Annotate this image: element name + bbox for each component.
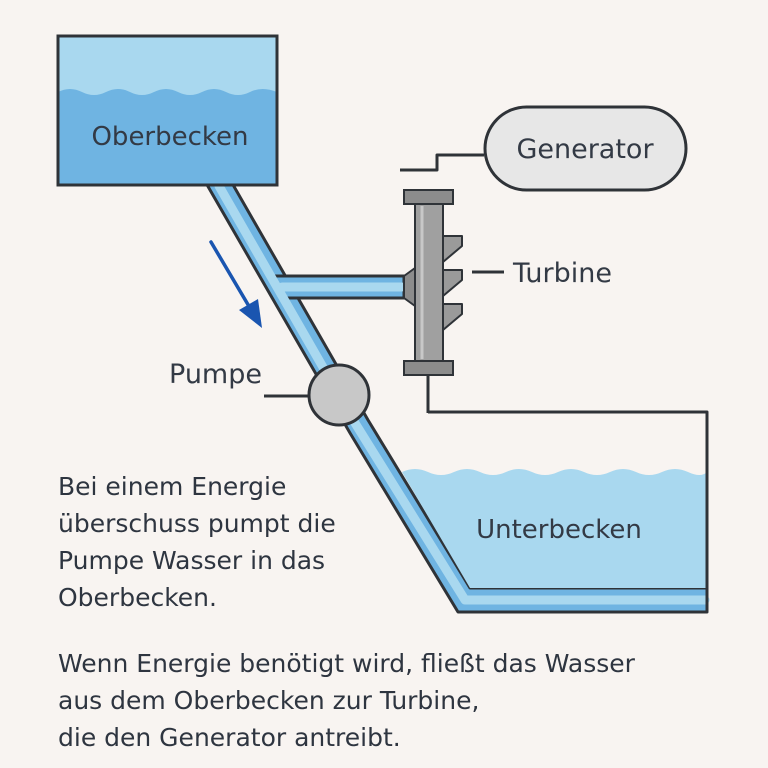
arrow-down-right-icon (209, 240, 262, 328)
upper-basin-label: Oberbecken (91, 122, 248, 152)
generator-label: Generator (516, 134, 654, 165)
generator: Generator (400, 105, 688, 192)
pump-label: Pumpe (169, 359, 262, 390)
turbine (403, 189, 463, 413)
pump: Pumpe (169, 359, 371, 427)
lower-basin: Unterbecken (402, 410, 709, 612)
pump-mode-caption: Bei einem Energie überschuss pumpt die P… (58, 472, 336, 612)
turbine-label: Turbine (512, 258, 612, 289)
generate-mode-caption: Wenn Energie benötigt wird, fließt das W… (58, 649, 635, 752)
lower-basin-label: Unterbecken (476, 515, 642, 545)
upper-basin: Oberbecken (56, 34, 279, 187)
turbine-callout: Turbine (472, 258, 612, 289)
